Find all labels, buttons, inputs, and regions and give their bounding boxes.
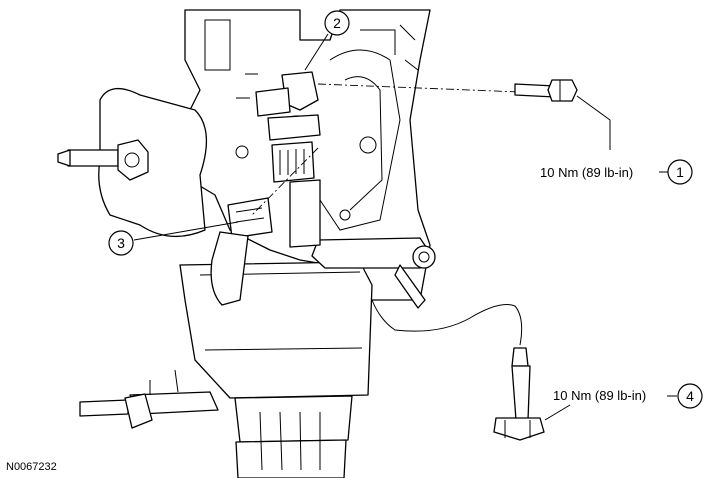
callout-2: 2	[324, 10, 350, 36]
callout-1-number: 1	[676, 164, 684, 180]
upper-bolt	[514, 79, 578, 102]
stoplamp-switch	[236, 71, 321, 248]
callout-4-circle	[677, 383, 703, 409]
callout-1-torque: 10 Nm (89 lb-in)	[540, 165, 633, 180]
pivot-bracket	[311, 237, 436, 309]
wiring-connector	[210, 197, 273, 306]
figure-id: N0067232	[6, 461, 57, 473]
callout-3: 3	[108, 230, 134, 256]
leader-lines	[133, 33, 677, 421]
callout-1-circle	[667, 159, 693, 185]
center-lines	[251, 83, 521, 216]
callout-3-number: 3	[117, 235, 125, 251]
callout-3-circle	[108, 230, 134, 256]
callout-4-torque: 10 Nm (89 lb-in)	[553, 388, 646, 403]
callout-4-number: 4	[686, 388, 694, 404]
callout-4: 10 Nm (89 lb-in) 4	[553, 383, 703, 409]
sensor-cable	[371, 299, 523, 346]
callout-2-circle	[324, 10, 350, 36]
callout-1: 10 Nm (89 lb-in) 1	[540, 159, 693, 185]
callout-2-number: 2	[333, 15, 341, 31]
lower-bolt	[493, 347, 545, 441]
